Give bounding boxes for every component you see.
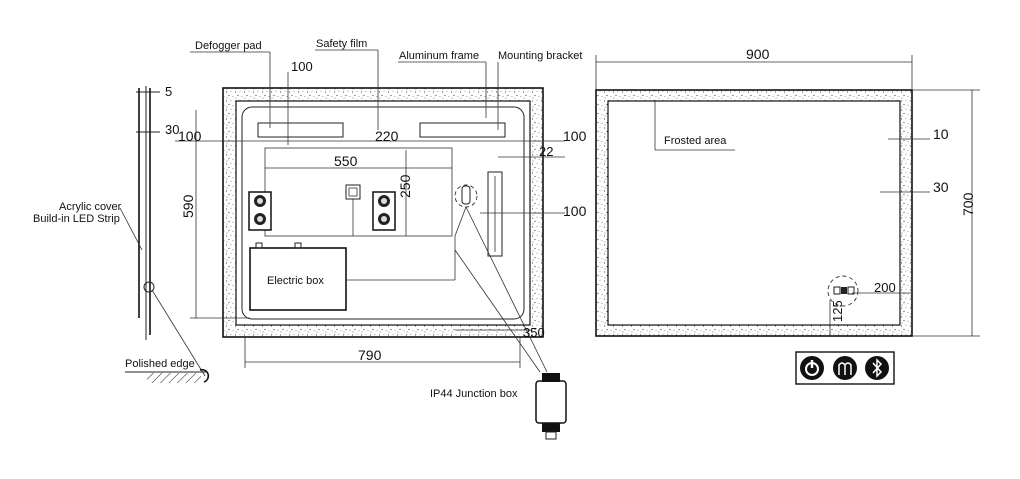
dim-top-220: 220 (375, 128, 399, 144)
polished-edge-detail (125, 368, 210, 383)
dim-bottom-790: 790 (358, 347, 382, 363)
speaker-right (372, 191, 396, 231)
label-mounting-bracket: Mounting bracket (498, 50, 582, 62)
label-polished-edge: Polished edge (125, 358, 195, 370)
front-view-leaders (190, 49, 499, 130)
dim-back-700: 700 (960, 192, 976, 216)
bluetooth-icon (865, 356, 889, 380)
dim-back-200: 200 (874, 280, 896, 295)
dim-right-100a: 100 (563, 128, 587, 144)
power-icon (800, 356, 824, 380)
back-view-mirror (595, 89, 913, 337)
label-electric-box: Electric box (267, 275, 324, 287)
side-profile-view (119, 86, 206, 377)
label-safety-film: Safety film (316, 38, 367, 50)
front-view-mirror (222, 87, 548, 373)
dim-width-550: 550 (334, 153, 358, 169)
defogger-icon (833, 356, 857, 380)
dim-back-10: 10 (933, 126, 949, 142)
front-view-dimension-lines (175, 72, 565, 368)
back-view-dimension-lines (595, 55, 980, 337)
dim-left-100: 100 (178, 128, 202, 144)
dim-side-30: 30 (165, 122, 179, 137)
label-junction-box: IP44 Junction box (430, 388, 518, 400)
dim-right-22: 22 (539, 144, 553, 159)
label-led-strip: Build-in LED Strip (33, 213, 120, 225)
dim-right-100b: 100 (563, 203, 587, 219)
dim-bottom-350: 350 (523, 325, 545, 340)
label-aluminum-frame: Aluminum frame (399, 50, 479, 62)
control-panel (795, 351, 895, 385)
dim-back-30: 30 (933, 179, 949, 195)
dim-top-100: 100 (291, 59, 313, 74)
dim-back-900: 900 (746, 46, 770, 62)
dim-height-590: 590 (180, 194, 196, 218)
junction-box (535, 373, 567, 440)
dim-back-125: 125 (830, 300, 845, 322)
label-frosted-area: Frosted area (664, 135, 727, 147)
dim-side-5: 5 (165, 84, 172, 99)
label-defogger-pad: Defogger pad (195, 40, 262, 52)
dim-height-250: 250 (397, 174, 413, 198)
label-acrylic-cover: Acrylic cover (59, 201, 122, 213)
speaker-left (248, 191, 272, 231)
